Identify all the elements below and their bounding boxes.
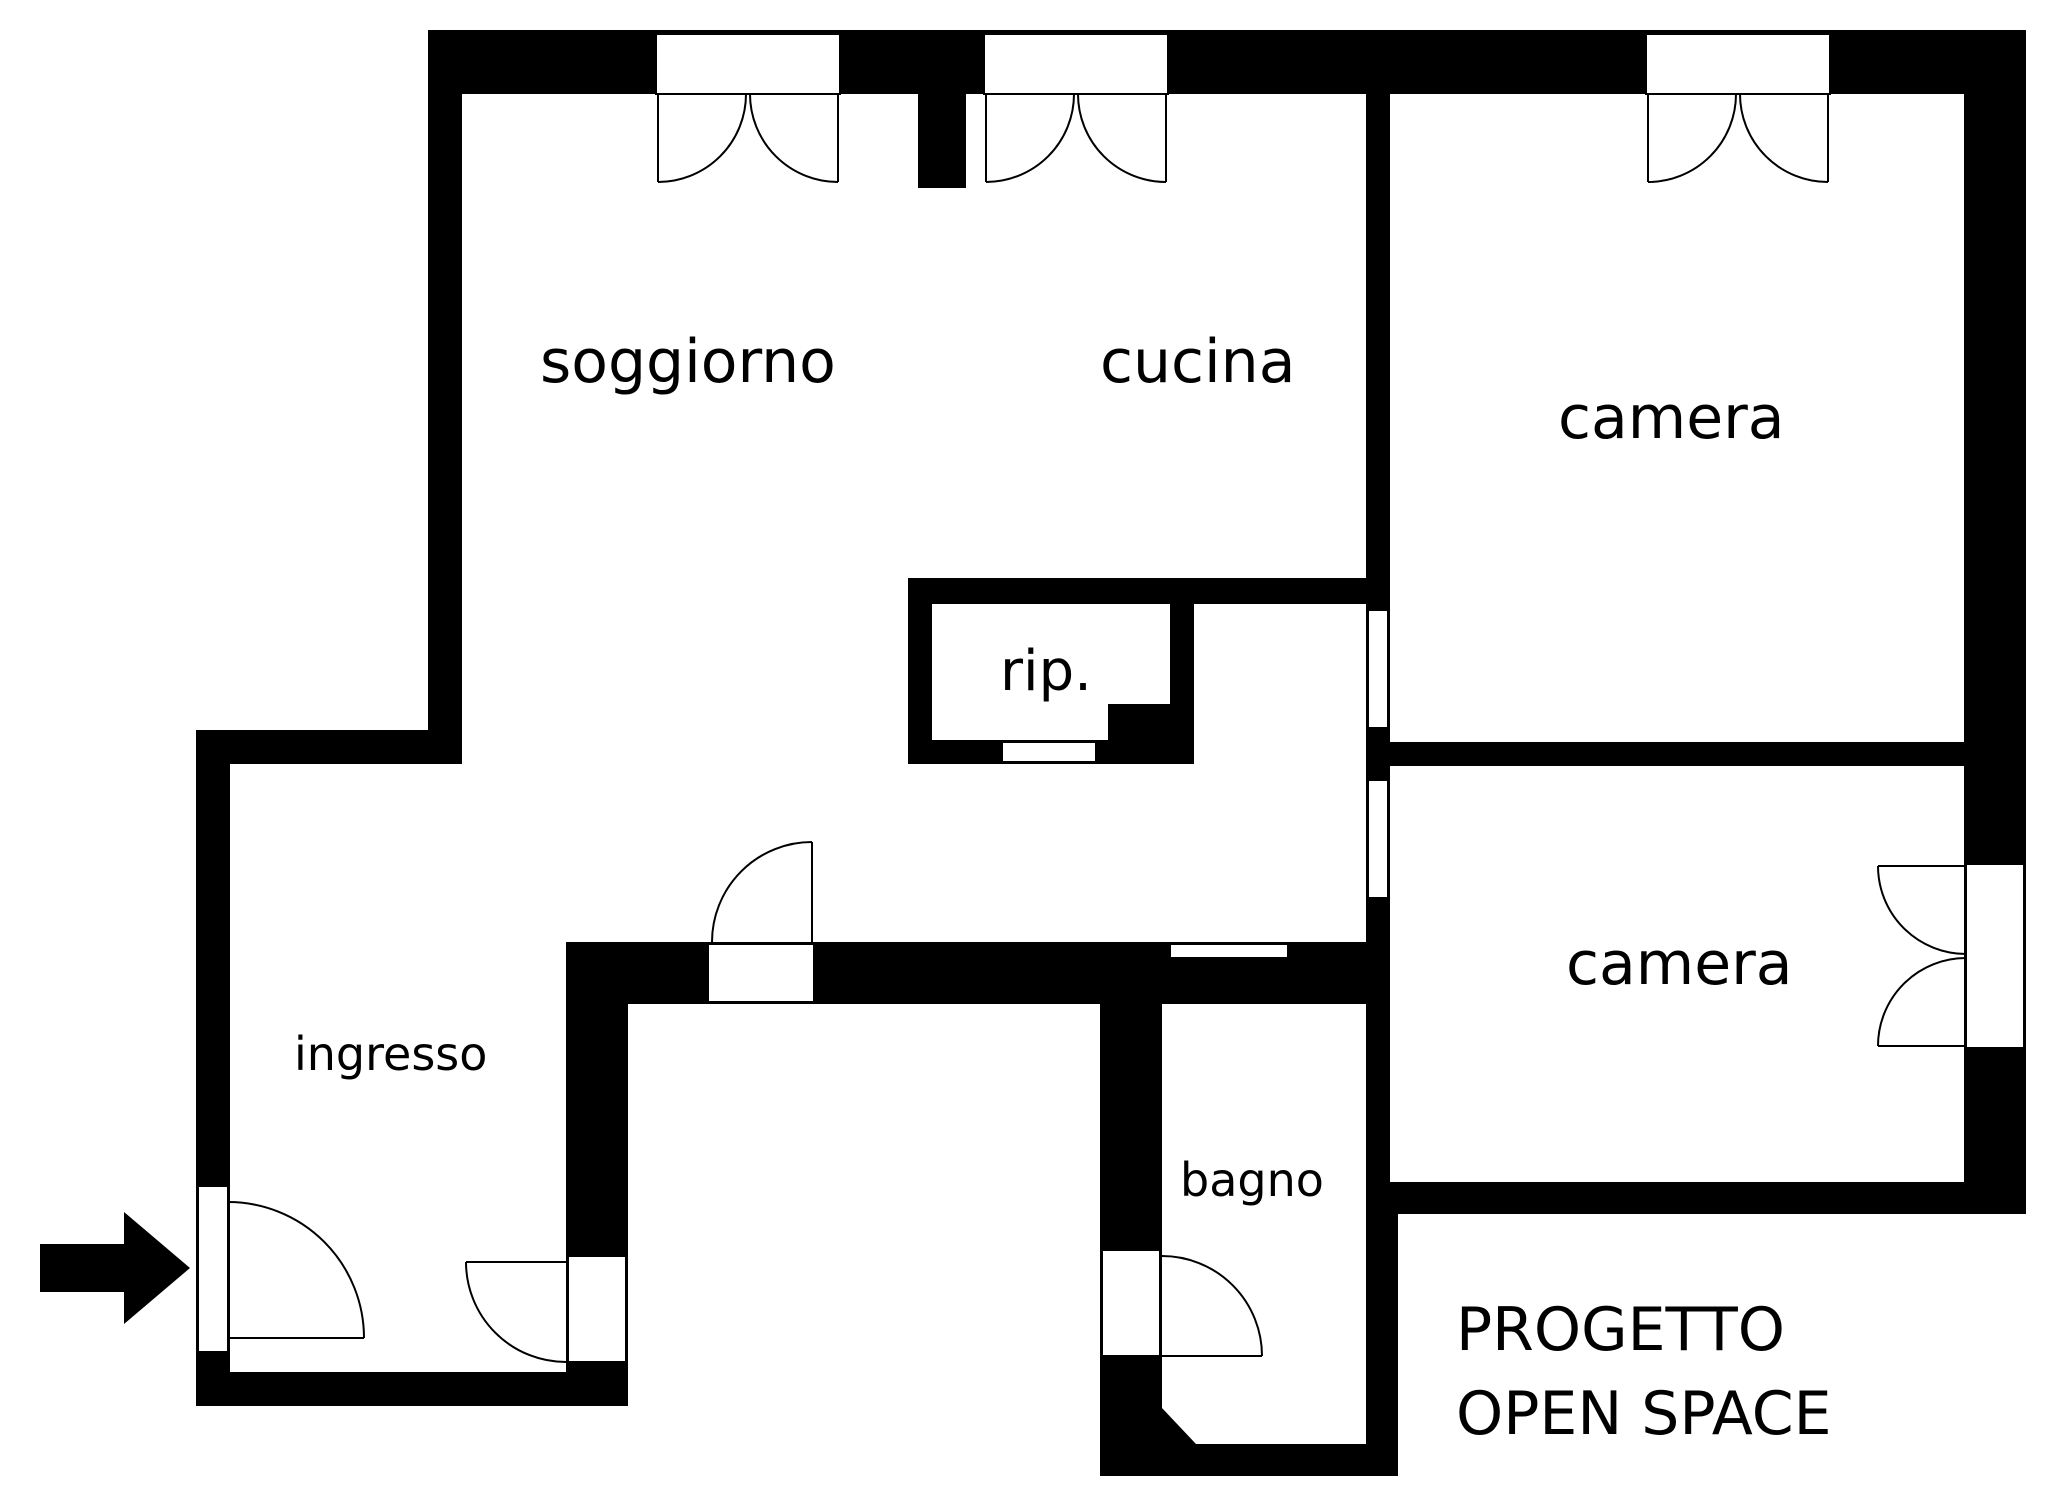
wall-ingresso-top bbox=[196, 730, 462, 764]
window-soggiorno bbox=[655, 33, 841, 95]
door-ingresso-frame bbox=[567, 1255, 627, 1363]
rip-shelf bbox=[1108, 704, 1180, 744]
entry-arrow-icon bbox=[40, 1212, 190, 1324]
bagno-chamfer bbox=[1162, 1408, 1196, 1444]
door-rip-frame bbox=[1001, 741, 1097, 763]
door-swings bbox=[227, 93, 1967, 1363]
wall-bottom bbox=[1100, 1444, 1398, 1476]
wall-camere-bottom bbox=[1366, 1182, 2026, 1214]
openings bbox=[197, 33, 2025, 1363]
label-cucina: cucina bbox=[1100, 327, 1295, 397]
label-soggiorno: soggiorno bbox=[540, 327, 836, 397]
wall-rip-top bbox=[908, 578, 1390, 604]
wall-camere-divider bbox=[1366, 742, 2026, 766]
label-ingresso: ingresso bbox=[294, 1027, 487, 1081]
wall-soggiorno-left bbox=[428, 30, 462, 764]
label-bagno: bagno bbox=[1180, 1153, 1324, 1207]
pillar bbox=[918, 94, 966, 188]
wall-ingresso-bottom bbox=[196, 1372, 628, 1406]
window-camera-top bbox=[1645, 33, 1831, 95]
room-labels: soggiorno cucina camera camera rip. ingr… bbox=[294, 327, 1793, 1207]
wall-bagno-right bbox=[1366, 1184, 1398, 1476]
door-camera-top-frame bbox=[1367, 609, 1389, 729]
window-cucina bbox=[983, 33, 1169, 95]
door-entry-frame bbox=[197, 1185, 229, 1353]
label-ripostiglio: rip. bbox=[1000, 639, 1092, 704]
wall-rip-left bbox=[908, 578, 932, 764]
door-bagno-top-frame bbox=[1169, 943, 1289, 959]
project-title-line1: PROGETTO bbox=[1456, 1295, 1785, 1365]
label-camera-top: camera bbox=[1558, 383, 1785, 453]
door-bagno-frame bbox=[1101, 1249, 1161, 1357]
label-camera-bottom: camera bbox=[1566, 929, 1793, 999]
door-camera-bottom-frame bbox=[1367, 779, 1389, 899]
project-title: PROGETTO OPEN SPACE bbox=[1456, 1295, 1832, 1449]
window-camera-bottom bbox=[1965, 863, 2025, 1049]
project-title-line2: OPEN SPACE bbox=[1456, 1379, 1832, 1449]
wall-bagno-left bbox=[1100, 942, 1162, 1476]
door-corridor-frame bbox=[707, 943, 815, 1003]
